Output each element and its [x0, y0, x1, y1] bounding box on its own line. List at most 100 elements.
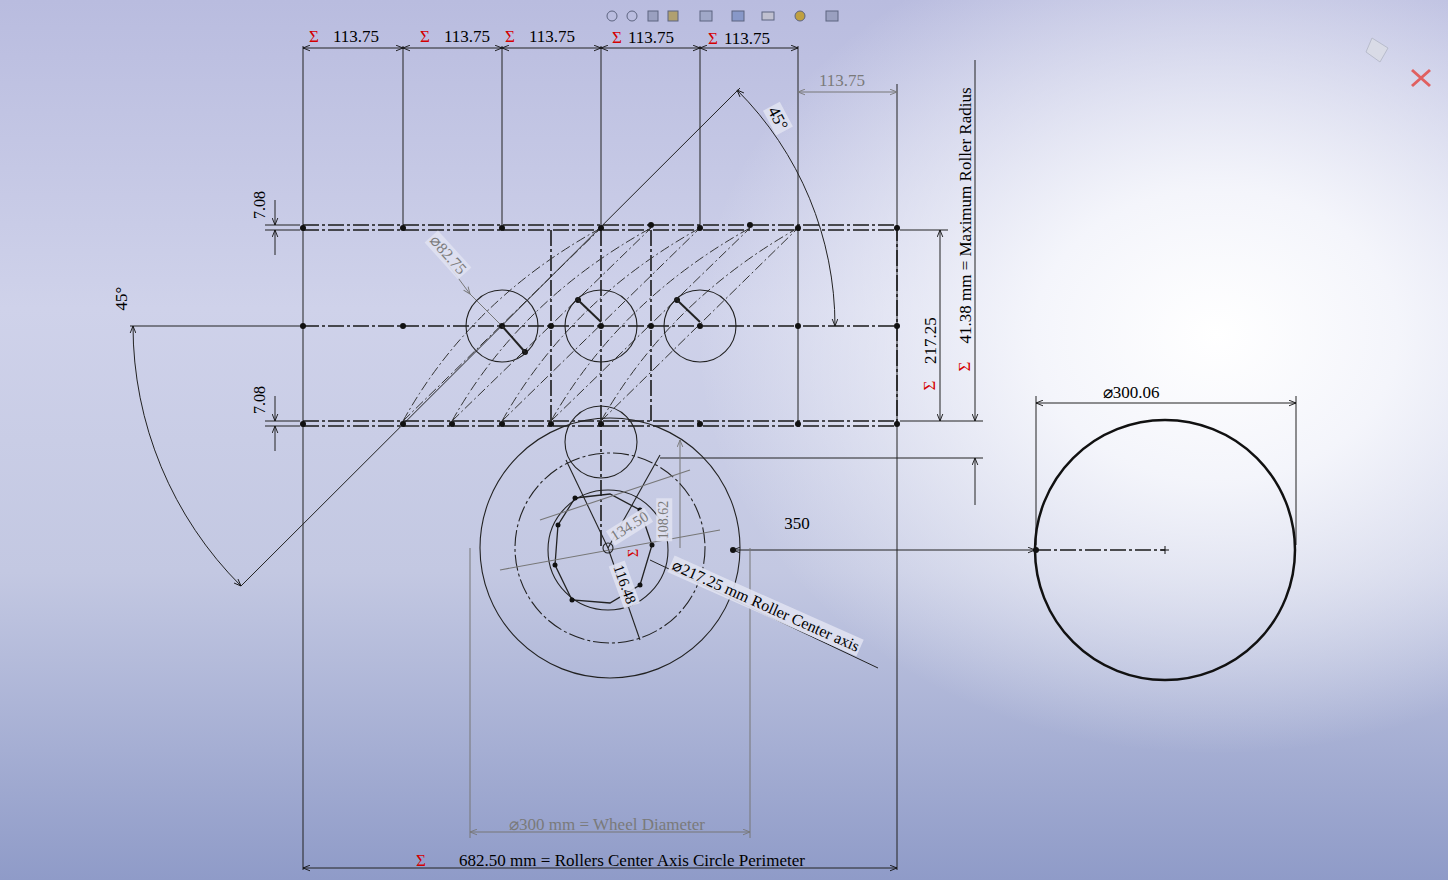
- sum-symbol: Σ: [420, 28, 430, 45]
- dimension-lines-part: [700, 48, 798, 49]
- wheel-front-view-part: [480, 418, 740, 678]
- roller-helix-lines-part: [551, 228, 750, 421]
- dimension-lines-part: [733, 550, 1035, 551]
- extension-lines-part: [303, 46, 304, 870]
- roller-helix-lines-part: [452, 228, 651, 421]
- wheel-front-view-part: [565, 406, 637, 478]
- roller-layout-grid: [303, 225, 1165, 550]
- extension-lines-part: [900, 421, 983, 422]
- roller-helix-lines-part: [502, 228, 700, 421]
- sketch-points-part: [648, 323, 654, 329]
- extension-lines-part: [897, 84, 898, 870]
- wheel-points-part: [573, 496, 578, 501]
- sum-symbol: Σ: [505, 28, 515, 45]
- dimension-lines-part: [601, 48, 700, 49]
- dimension-lines-part: [502, 48, 601, 49]
- dimension-lines-part: [303, 48, 403, 49]
- extension-lines: [130, 46, 1296, 870]
- sketch-points-part: [300, 421, 306, 427]
- sketch-points-part: [894, 323, 900, 329]
- sketch-points-part: [730, 547, 736, 553]
- roller-circles-part: [677, 300, 700, 322]
- extension-lines-part: [798, 46, 799, 426]
- roller-circles-part: [502, 326, 525, 352]
- toolbar-icons-part: [826, 11, 838, 21]
- dimension-value: 113.75: [724, 30, 770, 47]
- sum-symbol: Σ: [416, 852, 426, 869]
- sketch-points-part: [300, 225, 306, 231]
- sketch-points: [300, 222, 1039, 553]
- grey-dimension-lines-part: [470, 548, 471, 838]
- dimension-value: 7.08: [252, 386, 268, 414]
- extension-lines-part: [1296, 396, 1297, 545]
- dimension-lines-part: [275, 426, 276, 451]
- sketch-points-part: [894, 225, 900, 231]
- angle-value: 45°: [114, 286, 131, 310]
- roller-circles-part: [565, 290, 637, 362]
- sketch-points-part: [648, 222, 654, 228]
- wheel-points: [553, 422, 655, 603]
- sketch-points-part: [400, 225, 406, 231]
- sum-symbol: Σ: [957, 361, 974, 371]
- extension-lines-part: [130, 326, 303, 327]
- extension-lines-part: [1036, 396, 1037, 545]
- sketch-points-part: [400, 421, 406, 427]
- diameter-value: 134.50: [606, 507, 653, 545]
- wheel-front-view-part: [603, 543, 613, 553]
- sketch-points-part: [795, 225, 801, 231]
- diameter-value: ⌀82.75: [425, 230, 472, 279]
- sum-symbol: Σ: [309, 28, 319, 45]
- extension-lines-part: [502, 46, 503, 225]
- dimension-value: 217.25: [922, 317, 939, 364]
- corner-icons: [1366, 38, 1430, 86]
- toolbar-icons-part: [668, 11, 678, 21]
- dimension-value: 113.75: [529, 28, 575, 45]
- roller-helix-lines: [403, 228, 798, 421]
- sketch-points-part: [747, 222, 753, 228]
- sketch-points-part: [697, 225, 703, 231]
- wheel-front-view-part: [515, 453, 705, 643]
- roller-helix-lines-part: [502, 228, 700, 421]
- sketch-points-part: [499, 421, 505, 427]
- sketch-points-part: [795, 323, 801, 329]
- dimension-lines-part: [975, 458, 976, 505]
- roller-helix-lines-part: [601, 228, 798, 421]
- roller-circles-part: [466, 290, 538, 362]
- roller-helix-lines-part: [452, 228, 651, 421]
- roller-helix-lines-part: [403, 228, 601, 421]
- grey-dimension-lines-part: [470, 294, 502, 326]
- toolbar-icons-part: [627, 11, 637, 21]
- toolbar-icons: [607, 11, 838, 21]
- sketch-points-part: [598, 225, 604, 231]
- reference-circle-part: [1035, 420, 1295, 680]
- dimension-value: 113.75: [819, 72, 865, 89]
- wheel-points-part: [553, 563, 558, 568]
- wheel-points-part: [556, 523, 561, 528]
- sketch-points-part: [598, 323, 604, 329]
- dimension-lines-part: [940, 230, 941, 421]
- sketch-points-part: [449, 421, 455, 427]
- dimension-lines-part: [133, 326, 241, 586]
- extension-lines-part: [265, 421, 300, 422]
- toolbar-icons-part: [762, 12, 774, 20]
- wheel-points-part: [650, 543, 655, 548]
- dimension-value: 350: [784, 515, 810, 532]
- diameter-value: ⌀300.06: [1103, 384, 1160, 401]
- sum-symbol: Σ: [612, 29, 622, 46]
- dimension-value: 108.62: [656, 499, 672, 542]
- dimension-note: 682.50 mm = Rollers Center Axis Circle P…: [459, 852, 805, 869]
- toolbar-icons-part: [795, 11, 805, 21]
- toolbar-icons-part: [648, 11, 658, 21]
- roller-helix-lines-part: [403, 228, 601, 421]
- corner-icons-part: [1366, 38, 1388, 62]
- extension-lines-part: [900, 230, 948, 231]
- roller-circles-part: [578, 300, 601, 322]
- toolbar-icons-part: [732, 11, 744, 21]
- dimension-value: 113.75: [333, 28, 379, 45]
- dimension-lines-part: [737, 90, 835, 326]
- reference-circle: [1035, 420, 1295, 680]
- sketch-points-part: [598, 421, 604, 427]
- grey-dimension-lines: [430, 92, 897, 838]
- sketch-points-part: [697, 421, 703, 427]
